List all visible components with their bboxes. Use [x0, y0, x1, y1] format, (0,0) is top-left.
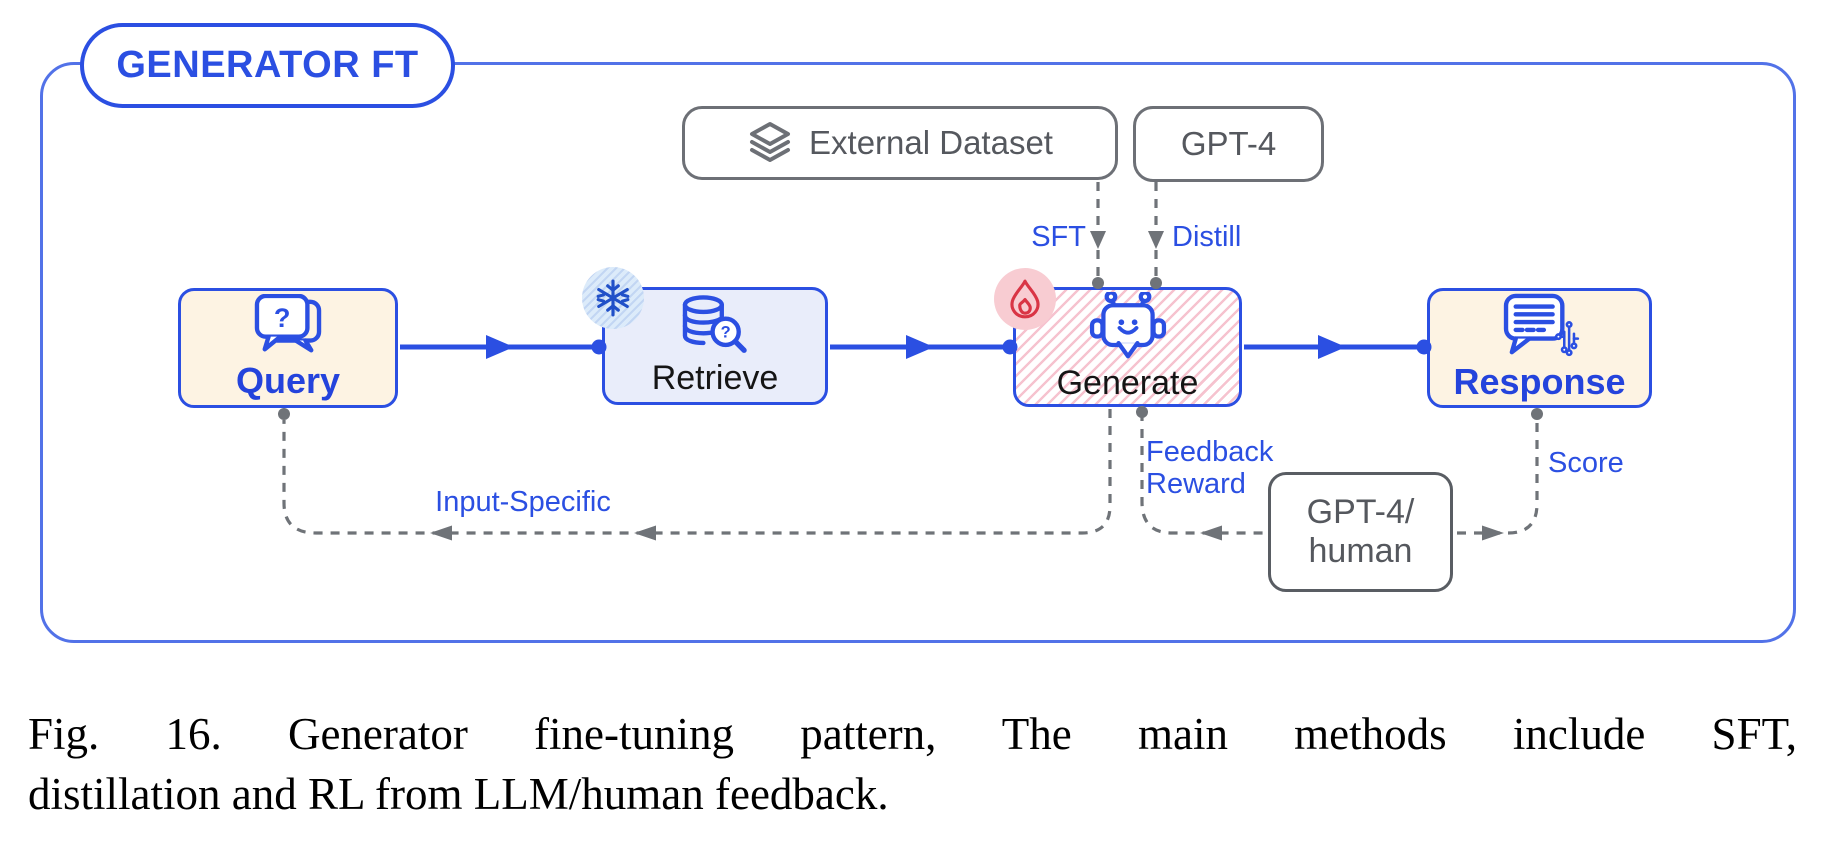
query-label: Query: [235, 360, 341, 401]
gpt4-label: GPT-4: [1180, 125, 1277, 162]
feedback-reward-edge-label: Feedback Reward: [1146, 436, 1274, 501]
group-title-pill: GENERATOR FT: [80, 23, 455, 108]
question-mark-glyph: ?: [274, 302, 291, 333]
gpt4-box: GPT-4: [1133, 106, 1324, 182]
snowflake-frozen-icon: [582, 267, 644, 329]
message-circuit-icon: [1500, 293, 1580, 359]
generate-label: Generate: [1056, 363, 1199, 402]
gpt4-human-label: GPT-4/ human: [1306, 492, 1415, 570]
retrieve-label: Retrieve: [651, 358, 779, 397]
external-dataset-label: External Dataset: [809, 124, 1053, 161]
robot-chatbot-icon: [1086, 291, 1170, 362]
database-search-icon: ?: [678, 294, 752, 357]
question-mark-glyph: ?: [721, 323, 731, 341]
query-chat-question-icon: ?: [248, 294, 328, 358]
distill-edge-label: Distill: [1172, 221, 1242, 253]
layers-stack-icon: [747, 120, 793, 166]
gpt4-human-box: GPT-4/ human: [1268, 472, 1453, 592]
figure-caption-line1: Fig. 16. Generator fine-tuning pattern, …: [28, 709, 1797, 759]
response-node: Response: [1427, 288, 1652, 408]
input-specific-edge-label: Input-Specific: [435, 486, 611, 518]
external-dataset-box: External Dataset: [682, 106, 1118, 180]
group-title: GENERATOR FT: [116, 44, 419, 86]
figure-caption-line2: distillation and RL from LLM/human feedb…: [28, 769, 889, 819]
response-label: Response: [1453, 361, 1626, 402]
score-edge-label: Score: [1548, 447, 1624, 479]
fire-trainable-icon: [994, 268, 1056, 330]
sft-edge-label: SFT: [1031, 221, 1086, 253]
query-node: ? Query: [178, 288, 398, 408]
